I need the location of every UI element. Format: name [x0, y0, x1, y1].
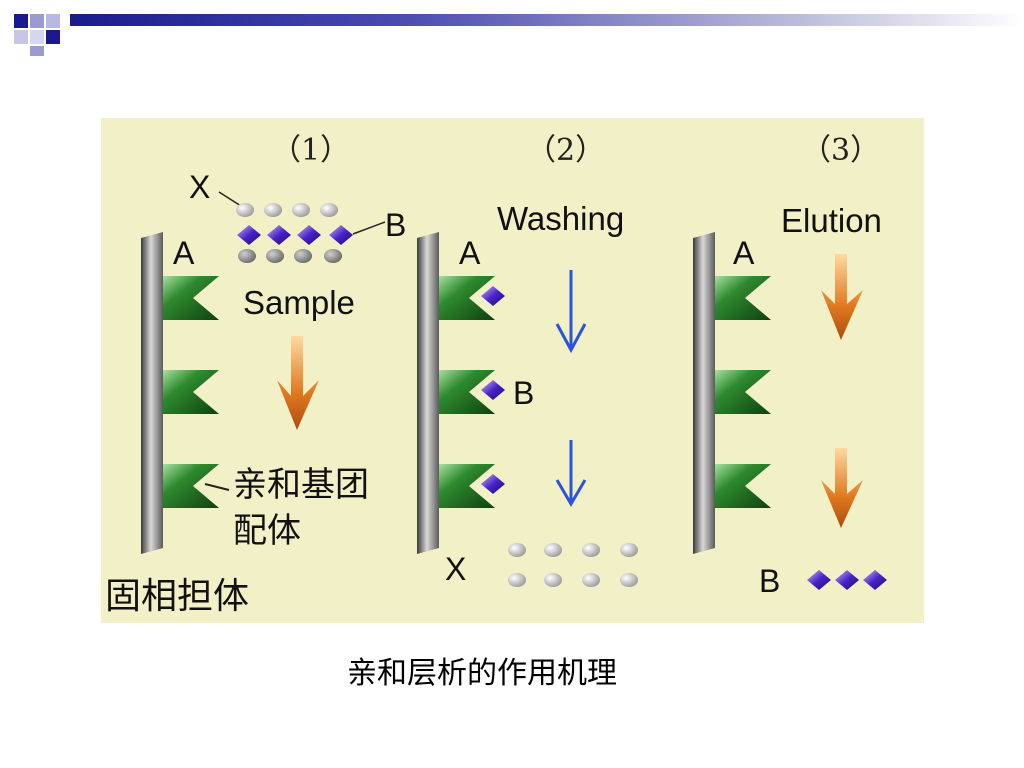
impurity-molecule [582, 543, 600, 557]
ligand-flag [163, 464, 219, 508]
impurity-molecule [292, 203, 310, 217]
ligand-flag [715, 370, 771, 414]
solid-support-column [693, 232, 715, 554]
impurity-molecule [508, 543, 526, 557]
label-pointer-line [218, 191, 242, 207]
impurity-molecule [508, 573, 526, 587]
ligand-flag [439, 370, 495, 414]
header-decoration-square [46, 14, 60, 28]
panel-number-3: （3） [801, 133, 880, 168]
target-molecule [267, 225, 291, 245]
affinity-ligand-label-line1: 亲和基团 [233, 465, 369, 505]
target-molecule [481, 474, 505, 494]
panel-number-2: （2） [526, 133, 605, 168]
impurity-molecule [266, 249, 284, 263]
ligand-flag [163, 276, 219, 320]
target-molecule [237, 225, 261, 245]
header-decoration-square [30, 30, 44, 44]
label-pointer-line [352, 221, 386, 235]
affinity-chromatography-figure: （1） （2） （3） A X B Sample [101, 118, 924, 623]
solid-support-label: 固相担体 [105, 576, 249, 617]
impurity-molecule [236, 203, 254, 217]
target-molecule [297, 225, 321, 245]
figure-svg: （1） （2） （3） A X B Sample [105, 133, 887, 617]
impurity-molecule [544, 573, 562, 587]
figure-caption: 亲和层析的作用机理 [347, 656, 617, 691]
flow-arrow-orange [277, 336, 319, 430]
impurity-molecule [544, 543, 562, 557]
header-decoration-square [30, 14, 44, 28]
target-molecule [863, 570, 887, 590]
target-label-b: B [513, 375, 534, 411]
header-decoration-square [14, 30, 28, 44]
flow-arrow-orange [821, 254, 863, 340]
impurity-molecule [620, 543, 638, 557]
affinity-ligand-label-line2: 配体 [233, 511, 301, 551]
target-label-b: B [385, 207, 406, 243]
ligand-label-a: A [173, 235, 195, 271]
ligand-flag [439, 464, 495, 508]
impurity-label-x: X [445, 551, 466, 587]
solid-support-column [417, 232, 439, 554]
step-label-washing: Washing [497, 200, 624, 237]
panel-number-1: （1） [271, 133, 350, 168]
impurity-molecule [324, 249, 342, 263]
impurity-molecule [294, 249, 312, 263]
step-label-sample: Sample [243, 284, 355, 321]
target-label-b: B [759, 563, 780, 599]
target-molecule [835, 570, 859, 590]
target-molecule [481, 380, 505, 400]
ligand-label-a: A [733, 235, 755, 271]
impurity-molecule [320, 203, 338, 217]
header-decoration-bar [70, 14, 1024, 26]
ligand-flag [439, 276, 495, 320]
impurity-molecule [582, 573, 600, 587]
step-label-elution: Elution [781, 202, 882, 239]
target-molecule [481, 286, 505, 306]
impurity-label-x: X [189, 169, 210, 205]
header-decoration-square [46, 30, 60, 44]
header-decoration-square [14, 14, 28, 28]
ligand-flag [163, 370, 219, 414]
impurity-molecule [264, 203, 282, 217]
label-pointer-line [204, 483, 230, 491]
ligand-label-a: A [459, 235, 481, 271]
header-decoration-square [30, 46, 44, 56]
ligand-flag [715, 276, 771, 320]
target-molecule [807, 570, 831, 590]
impurity-molecule [238, 249, 256, 263]
impurity-molecule [620, 573, 638, 587]
solid-support-column [141, 232, 163, 554]
flow-arrow-blue [555, 270, 587, 354]
flow-arrow-orange [821, 448, 863, 528]
flow-arrow-blue [555, 440, 587, 507]
ligand-flag [715, 464, 771, 508]
target-molecule [329, 225, 353, 245]
